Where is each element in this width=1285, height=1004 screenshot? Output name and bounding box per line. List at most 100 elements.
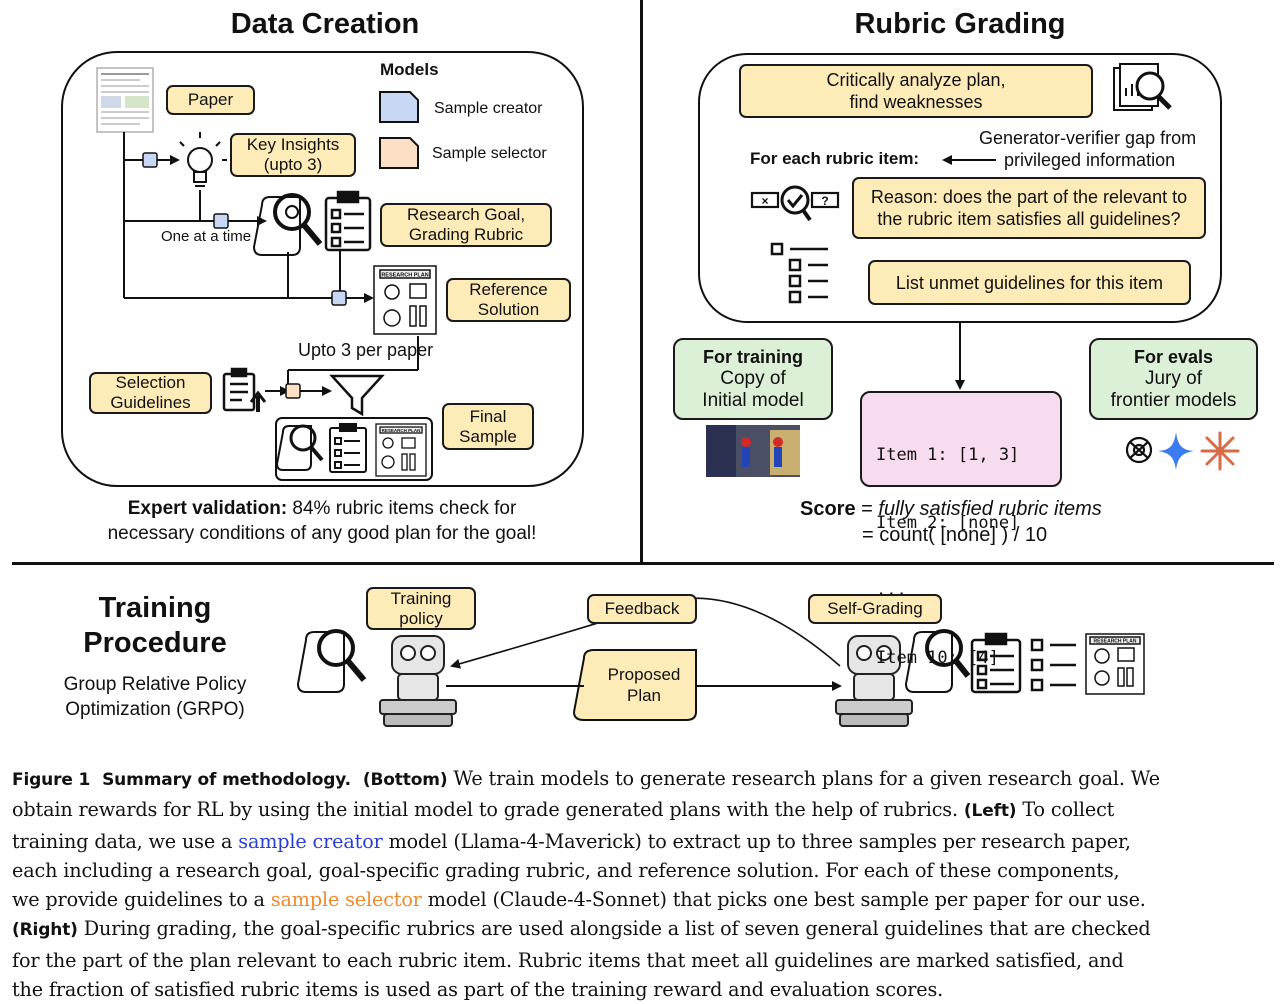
reference-line1: Reference [469,280,548,299]
training-title-line2: Procedure [83,627,227,659]
caption-t2: obtain rewards for RL by using the initi… [12,798,958,822]
paper-thumbnail-icon [96,67,154,133]
vertical-divider [640,0,643,562]
training-title: Training Procedure [60,591,250,661]
expert-validation-line2: necessary conditions of any good plan fo… [107,523,537,544]
research-goal-line1: Research Goal, [406,205,526,224]
clipboard-upload-icon [222,367,267,412]
critically-line2: find weaknesses [849,92,983,112]
policy-line1: Training [390,588,452,608]
research-plan-icon-3: RESEARCH PLAN [1085,633,1145,695]
data-creation-frame [61,51,584,487]
training-policy-box: Training policy [366,587,476,630]
gemini-logo [1158,432,1194,470]
claude-logo [1200,431,1240,471]
grpo-line1: Group Relative Policy [63,674,247,695]
lightbulb-icon [173,132,227,187]
caption-t5: each including a research goal, goal-spe… [12,858,1120,882]
reason-box: Reason: does the part of the relevant to… [852,177,1206,239]
caption-t7: During grading, the goal-specific rubric… [77,917,1151,941]
creator-marker-2 [213,213,229,229]
sample-creator-link[interactable]: sample creator [238,829,383,853]
critically-analyze-box: Critically analyze plan, find weaknesses [739,64,1093,118]
for-training-box: For training Copy of Initial model [673,338,833,420]
final-line2: Sample [459,426,517,446]
list-unmet-label: List unmet guidelines for this item [895,272,1164,293]
caption-t3: To collect [1016,798,1115,822]
score-line2: = count( [none] ) / 10 [862,524,1048,546]
score-bold: Score [800,498,856,520]
final-sample-box: Final Sample [442,403,534,450]
legend-creator-label: Sample creator [434,100,543,117]
rubric-results-box: Item 1: [1, 3] Item 2: [none] ... Item 1… [860,391,1062,668]
result-item-2: Item 2: [none] [876,512,1020,533]
score-italic: fully satisfied rubric items [878,498,1102,520]
checklist-icon-2 [1030,638,1076,692]
upto-3-label: Upto 3 per paper [298,340,434,360]
self-grading-label: Self-Grading [827,599,923,618]
key-insights-box: Key Insights (upto 3) [230,133,356,177]
for-evals-heading: For evals [1133,347,1214,367]
robot-icon-2 [835,635,913,727]
horizontal-divider [12,562,1274,565]
clipboard-checklist-icon-2 [329,423,367,473]
sample-selector-link[interactable]: sample selector [270,888,422,912]
key-insights-line2: (upto 3) [263,155,323,174]
right-tag: (Right) [12,920,78,941]
grpo-line2: Optimization (GRPO) [65,699,245,720]
left-tag: (Left) [963,801,1017,822]
training-line1: Copy of [720,368,786,389]
legend-selector-label: Sample selector [432,145,547,162]
gap-line2: privileged information [1004,150,1176,170]
reference-solution-box: Reference Solution [446,278,571,322]
proposed-line2: Plan [626,686,662,705]
for-evals-box: For evals Jury of frontier models [1089,338,1258,420]
svg-text:RESEARCH PLAN: RESEARCH PLAN [382,428,421,433]
critically-line1: Critically analyze plan, [826,70,1006,90]
policy-line2: policy [399,608,443,628]
verify-icon: × ? [750,185,840,222]
research-goal-line2: Grading Rubric [408,225,524,244]
caption-line-1: Figure 1 Summary of methodology. (Bottom… [12,764,1274,795]
one-at-a-time-label: One at a time [161,228,252,245]
robot-icon-1 [379,635,457,727]
svg-text:RESEARCH PLAN: RESEARCH PLAN [381,273,428,279]
final-line1: Final [469,406,507,426]
checklist-icon-1 [770,242,828,304]
legend-creator-shape [379,91,419,123]
caption-t9: the fraction of satisfied rubric items i… [12,978,944,1002]
spiderman-meme-image [706,425,800,477]
models-heading: Models [380,60,439,79]
validation-bold: Expert validation: [127,498,288,519]
data-creation-title: Data Creation [230,8,420,40]
proposed-plan-label: Proposed Plan [586,664,702,706]
reference-line2: Solution [477,300,540,319]
caption-line-7: for the part of the plan relevant to eac… [12,946,1274,975]
result-item-10: Item 10: [4] [876,647,999,668]
reason-line2: the rubric item satisfies all guidelines… [877,209,1181,229]
feedback-label: Feedback [604,599,680,618]
caption-t1: We train models to generate research pla… [447,767,1160,790]
fig-label: Figure 1 [12,770,91,790]
figure-caption: Figure 1 Summary of methodology. (Bottom… [12,764,1274,1004]
key-insights-line1: Key Insights [246,135,340,154]
training-title-line1: Training [98,592,212,624]
caption-line-4: each including a research goal, goal-spe… [12,856,1274,885]
funnel-icon [329,374,385,417]
for-training-heading: For training [703,347,803,367]
evals-line1: Jury of [1144,368,1203,389]
caption-line-3: training data, we use a sample creator m… [12,827,1274,856]
magnifier-scroll-icon-1 [252,193,323,256]
fig-title: Summary of methodology. [102,770,351,790]
svg-text:×: × [761,194,768,208]
reason-line1: Reason: does the part of the relevant to [870,187,1188,207]
research-plan-icon-2: RESEARCH PLAN [375,423,427,477]
magnifier-document-icon [1113,63,1172,111]
creator-marker-3 [331,290,347,306]
caption-t4a: training data, we use a [12,829,239,853]
training-line2: Initial model [702,390,804,411]
expert-validation-line1: Expert validation: 84% rubric items chec… [60,498,584,520]
grpo-subtitle: Group Relative Policy Optimization (GRPO… [40,672,270,722]
caption-line-5: we provide guidelines to a sample select… [12,885,1274,914]
selection-line1: Selection [115,373,186,392]
